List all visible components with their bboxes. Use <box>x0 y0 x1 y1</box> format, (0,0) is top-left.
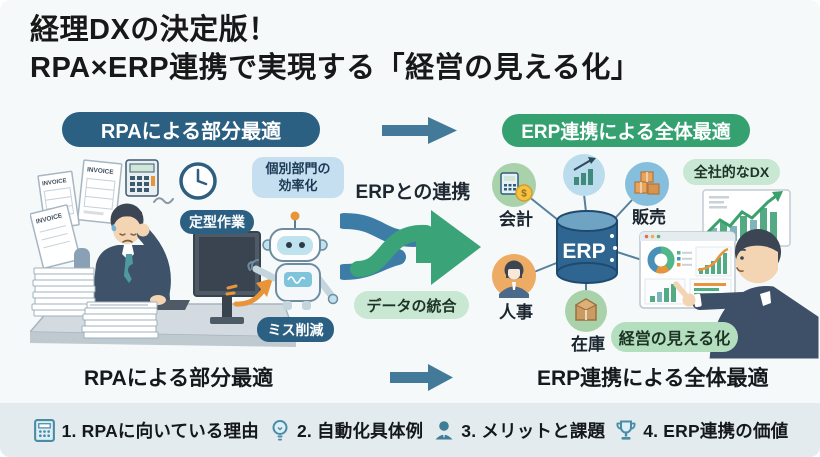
dashboard-window <box>639 231 736 309</box>
svg-text:INVOICE: INVOICE <box>87 166 115 176</box>
left-section-header: RPAによる部分最適 <box>62 112 320 147</box>
svg-text:$: $ <box>521 189 527 200</box>
left-caption: RPAによる部分最適 <box>84 367 274 390</box>
right-caption: ERP連携による全体最適 <box>537 367 769 390</box>
tag-routine-work: 定型作業 <box>180 210 254 234</box>
trophy-icon <box>616 420 636 440</box>
header-arrow-icon <box>382 117 457 144</box>
right-section-header: ERP連携による全体最適 <box>502 114 750 147</box>
paper-stack <box>81 301 159 339</box>
agenda-item-3: 3. メリットと課題 <box>432 418 605 443</box>
module-label-accounting: 会計 <box>499 210 533 229</box>
accounting-module-icon: $ <box>492 163 536 207</box>
tag-mistake-reduction: ミス削減 <box>257 317 334 342</box>
erp-integration-label: ERPとの連携 <box>355 182 471 203</box>
paper-stack <box>31 267 97 317</box>
stress-squiggle <box>153 197 174 205</box>
svg-text:INVOICE: INVOICE <box>42 178 67 187</box>
sales-module-icon <box>625 162 669 206</box>
erp-scene-illustration: $ <box>492 154 820 360</box>
tag-management-visibility: 経営の見える化 <box>611 322 738 352</box>
module-label-sales: 販売 <box>632 208 666 227</box>
merge-arrow-icon <box>340 210 481 285</box>
agenda-label-2: 2. 自動化具体例 <box>297 420 424 441</box>
handoff-arrow-icon <box>225 278 273 307</box>
tag-department-efficiency: 個別部門の 効率化 <box>252 157 344 198</box>
monitor <box>193 231 261 324</box>
agenda-label-3: 3. メリットと課題 <box>461 420 606 441</box>
module-label-inventory: 在庫 <box>571 335 605 354</box>
caption-arrow-icon <box>390 364 453 391</box>
title-line2: RPA×ERP連携で実現する「経営の見える化」 <box>30 51 641 84</box>
agenda-item-1: 1. RPAに向いている理由 <box>32 418 259 443</box>
tag-companywide-dx: 全社的なDX <box>683 159 780 185</box>
agenda-bar: 1. RPAに向いている理由 2. 自動化具体例 3. メリットと課題 <box>0 403 820 457</box>
agenda-label-1: 1. RPAに向いている理由 <box>61 420 259 441</box>
lightbulb-icon <box>272 419 288 440</box>
hr-module-icon <box>492 254 536 298</box>
clock-icon <box>179 162 217 200</box>
analytics-module-icon <box>563 154 605 196</box>
calculator-icon <box>125 159 159 197</box>
agenda-item-4: 4. ERP連携の価値 <box>614 418 788 443</box>
erp-cylinder-label: ERP <box>562 240 605 263</box>
person-icon <box>435 420 453 439</box>
invoice-paper-icon: INVOICE <box>30 204 81 269</box>
agenda-label-4: 4. ERP連携の価値 <box>643 420 789 441</box>
invoice-paper-icon: INVOICE <box>77 159 123 225</box>
rpa-scene-illustration: INVOICE INVOICE INVOICE <box>30 159 339 347</box>
page-title: 経理DXの決定版！ RPA×ERP連携で実現する「経営の見える化」 <box>30 12 640 87</box>
robot-icon <box>247 211 339 310</box>
agenda-item-2: 2. 自動化具体例 <box>268 418 423 443</box>
calculator-icon <box>33 418 55 442</box>
tag-data-integration: データの統合 <box>354 291 469 319</box>
inventory-module-icon <box>565 290 607 332</box>
module-label-hr: 人事 <box>499 303 533 322</box>
erp-database-icon: ERP <box>556 210 618 284</box>
title-line1: 経理DXの決定版！ <box>30 14 278 46</box>
